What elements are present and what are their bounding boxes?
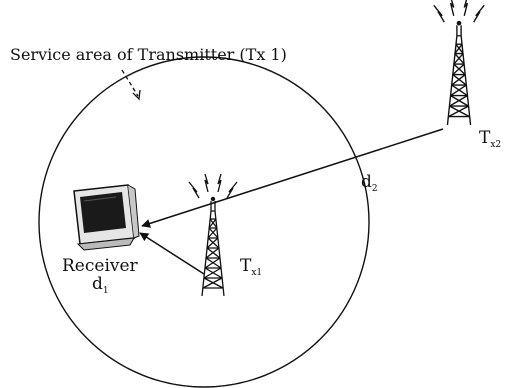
service-area-label: Service area of Transmitter (Tx 1): [10, 45, 287, 64]
signal-arrow-d2: [142, 129, 443, 226]
signal-arrow-d1: [140, 233, 204, 274]
tx2-label: Tx2: [479, 128, 501, 150]
television-icon: [74, 185, 139, 250]
receiver-label: Receiver: [62, 256, 139, 276]
tx1-label: Tx1: [240, 256, 262, 278]
radio-tower-icon: [434, 0, 484, 125]
radio-tower-icon: [189, 174, 237, 296]
d2-label: d2: [361, 172, 378, 194]
d1-label: d1: [92, 274, 109, 296]
